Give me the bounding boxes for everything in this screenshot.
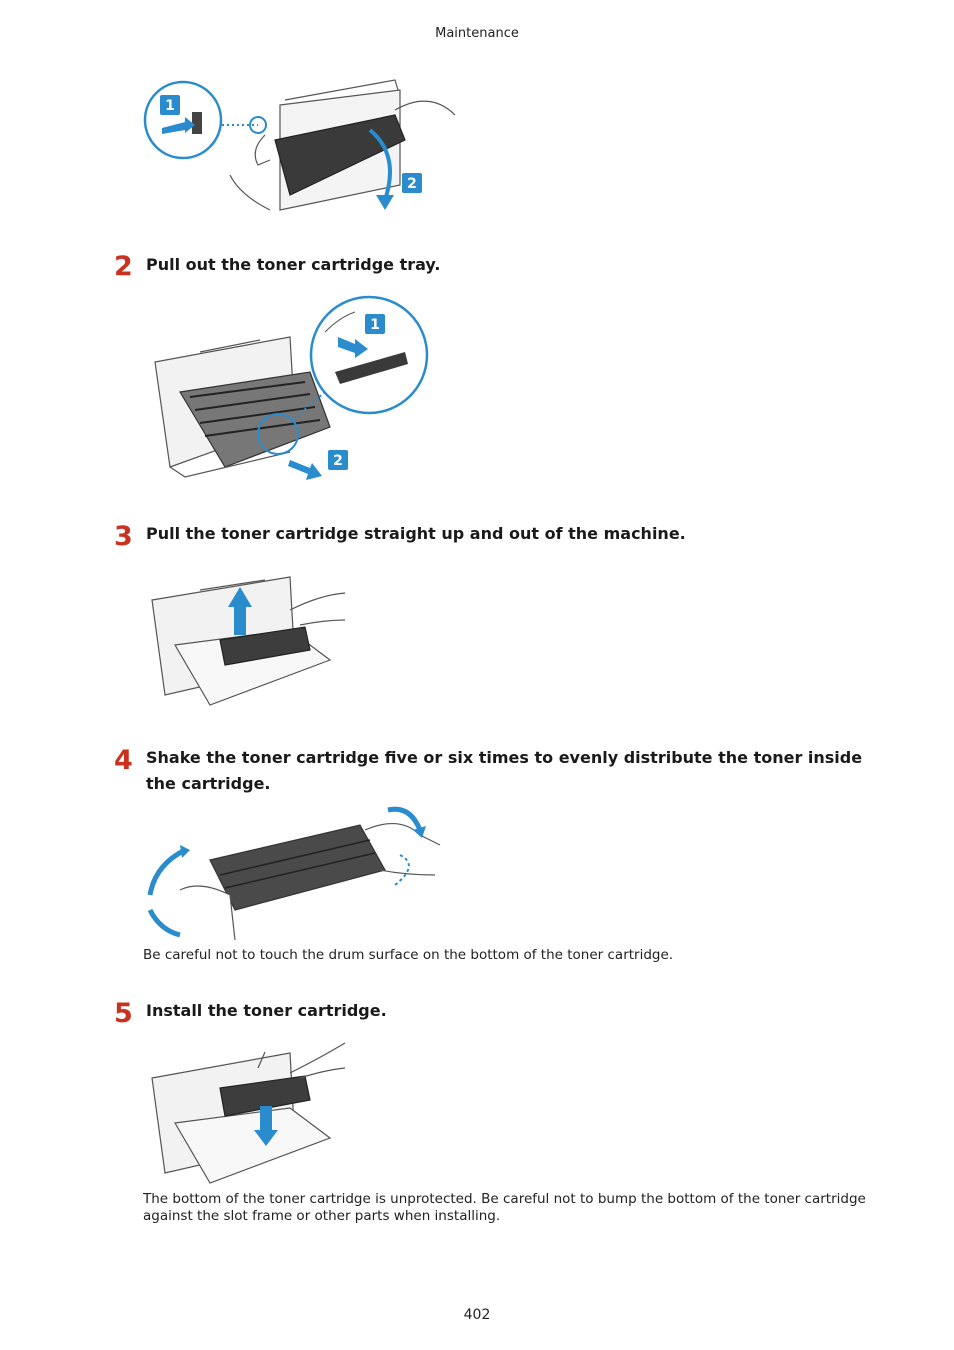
caution-note-step5: The bottom of the toner cartridge is unp…: [143, 1191, 866, 1224]
illustration-install-cartridge: [140, 1038, 350, 1188]
step-number-5: 5: [114, 998, 133, 1029]
zoom-circle: [143, 80, 223, 160]
page-header: Maintenance: [435, 26, 519, 41]
illustration-lift-cartridge: [140, 565, 350, 710]
step-instruction-5: Install the toner cartridge.: [146, 1001, 387, 1020]
step-number-2: 2: [114, 251, 133, 282]
illustration-open-front-cover: 1 2: [140, 70, 460, 220]
svg-text:1: 1: [165, 98, 175, 114]
illustration-shake-cartridge: [140, 800, 445, 945]
svg-text:2: 2: [407, 176, 417, 192]
svg-text:1: 1: [370, 317, 380, 333]
step-number-3: 3: [114, 521, 133, 552]
step-number-4: 4: [114, 745, 133, 776]
step-instruction-2: Pull out the toner cartridge tray.: [146, 255, 441, 274]
illustration-pull-out-tray: 1 2: [140, 292, 440, 487]
svg-text:2: 2: [333, 453, 343, 469]
step-instruction-4: Shake the toner cartridge five or six ti…: [146, 748, 863, 793]
caution-note-step4: Be careful not to touch the drum surface…: [143, 947, 674, 963]
page-number: 402: [463, 1307, 491, 1323]
step-instruction-3: Pull the toner cartridge straight up and…: [146, 524, 686, 543]
